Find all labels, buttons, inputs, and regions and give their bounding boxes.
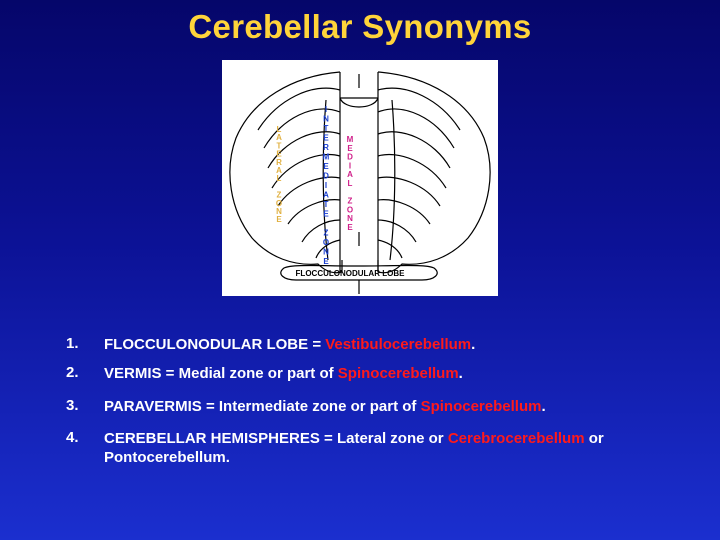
medial-zone-letter: O xyxy=(347,205,353,214)
item-red-text: Spinocerebellum xyxy=(420,398,542,415)
intermediate-zone-letter: E xyxy=(323,134,329,143)
lateral-zone-letter: A xyxy=(276,166,282,175)
medial-zone-letter: N xyxy=(347,214,353,223)
intermediate-zone-letter: D xyxy=(323,172,329,181)
intermediate-zone-letter: A xyxy=(323,191,329,200)
intermediate-zone-letter: T xyxy=(324,124,329,133)
item-text: VERMIS = Medial zone or part of xyxy=(104,365,338,382)
item-text-end: or Pontocerebellum. xyxy=(104,430,604,466)
flocculonodular-outline xyxy=(280,264,438,281)
intermediate-zone-letter: M xyxy=(323,153,330,162)
item-red-text: Spinocerebellum xyxy=(337,365,459,382)
intermediate-zone-letter: E xyxy=(323,210,329,219)
item-text-end: . xyxy=(541,398,546,415)
intermediate-zone-letter: O xyxy=(323,238,329,247)
lateral-zone-letter: L xyxy=(277,125,282,134)
item-red-text: Cerebrocerebellum xyxy=(447,430,585,447)
lateral-zone-letter: E xyxy=(276,150,282,159)
medial-zone-letter: Z xyxy=(348,197,353,206)
list-number: 2. xyxy=(66,364,79,381)
lateral-zone-letter: T xyxy=(277,141,282,150)
item-red-text: Vestibulocerebellum xyxy=(325,336,472,353)
lateral-zone-letter: N xyxy=(276,207,282,216)
lateral-zone-letter: E xyxy=(276,215,282,224)
medial-zone-letter: D xyxy=(347,153,353,162)
lateral-zone-letter: Z xyxy=(277,191,282,200)
item-text-end: . xyxy=(471,336,476,353)
list-text: VERMIS = Medial zone or part of Spinocer… xyxy=(104,364,704,383)
intermediate-zone-letter: N xyxy=(323,248,329,257)
medial-zone-letter: M xyxy=(347,135,354,144)
item-text: FLOCCULONODULAR LOBE = xyxy=(104,336,326,353)
lateral-zone-letter: L xyxy=(277,174,282,183)
lateral-zone-letter: A xyxy=(276,133,282,142)
lateral-zone-letter: O xyxy=(276,199,282,208)
intermediate-zone-letter: T xyxy=(324,200,329,209)
intermediate-zone-letter: E xyxy=(323,257,329,266)
medial-zone-letter: E xyxy=(347,223,353,232)
cerebellum-outline xyxy=(229,71,491,274)
intermediate-zone-letter: I xyxy=(325,181,327,190)
list-number: 1. xyxy=(66,335,79,352)
intermediate-zone-letter: N xyxy=(323,115,329,124)
slide-title: Cerebellar Synonyms xyxy=(188,8,532,45)
medial-zone-letter: A xyxy=(347,170,353,179)
intermediate-zone-letter: R xyxy=(323,143,329,152)
intermediate-zone-letter: E xyxy=(323,162,329,171)
item-text-end: . xyxy=(458,365,463,382)
flocculonodular-lobe-label: FLOCCULONODULAR LOBE xyxy=(296,269,406,278)
list-text: CEREBELLAR HEMISPHERES = Lateral zone or… xyxy=(104,429,704,467)
vermis-outline xyxy=(339,72,379,272)
list-text: FLOCCULONODULAR LOBE = Vestibulocerebell… xyxy=(104,335,704,354)
list-text: PARAVERMIS = Intermediate zone or part o… xyxy=(104,397,704,416)
intermediate-zone-letter: Z xyxy=(324,229,329,238)
intermediate-zone-letter: I xyxy=(325,105,327,114)
item-text: CEREBELLAR HEMISPHERES = Lateral zone or xyxy=(104,430,448,447)
item-text: PARAVERMIS = Intermediate zone or part o… xyxy=(104,398,421,415)
lateral-zone-letter: R xyxy=(276,158,282,167)
medial-zone-letter: L xyxy=(348,179,353,188)
medial-zone-letter: E xyxy=(347,144,353,153)
list-number: 4. xyxy=(66,429,79,446)
list-number: 3. xyxy=(66,397,79,414)
medial-zone-letter: I xyxy=(349,161,351,170)
